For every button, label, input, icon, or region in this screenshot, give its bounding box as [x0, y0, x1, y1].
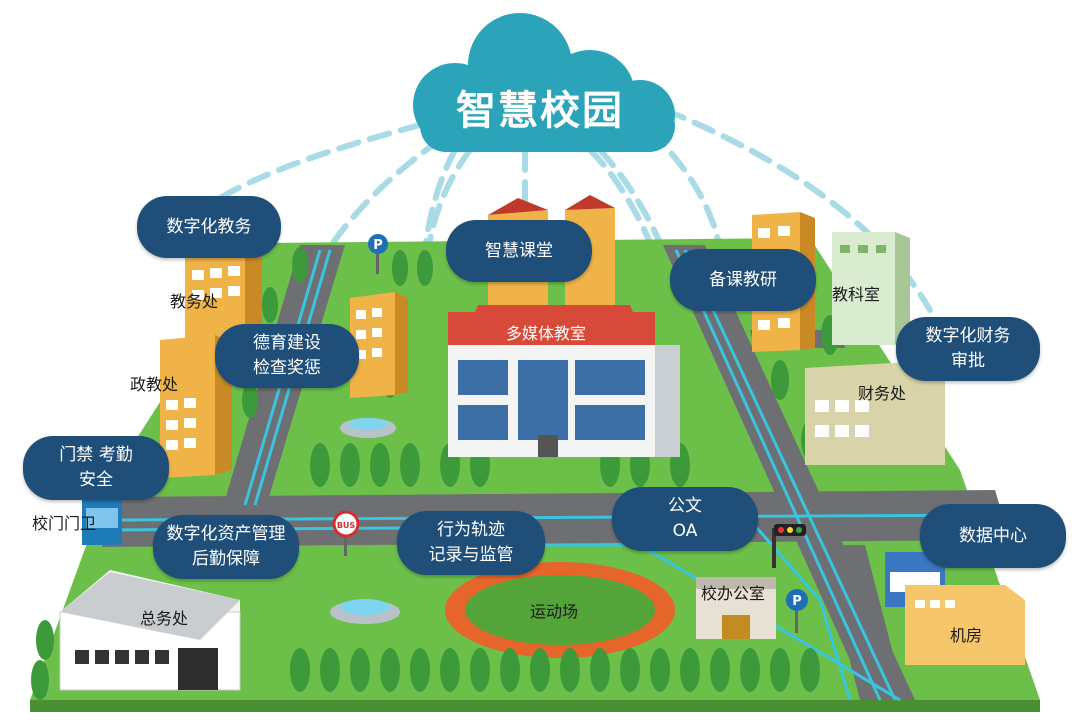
bubble-data-center: 数据中心: [920, 504, 1066, 568]
bubble-moral-line2: 检查奖惩: [253, 358, 321, 378]
bubble-asset-management: 数字化资产管理 后勤保障: [153, 515, 299, 579]
label-gate: 校门门卫: [32, 514, 97, 533]
bubble-behavior-tracking: 行为轨迹 记录与监管: [397, 511, 545, 575]
label-finance-office: 财务处: [858, 384, 907, 403]
bubble-smart-classroom-text: 智慧课堂: [485, 240, 553, 261]
campus-ground-edge: [30, 700, 1040, 712]
fountain-lower: [330, 599, 400, 624]
label-multimedia: 多媒体教室: [506, 324, 587, 343]
bubble-access-control: 门禁 考勤 安全: [23, 436, 169, 500]
multimedia-building: [448, 305, 680, 457]
label-research-office: 教科室: [832, 285, 881, 304]
general-affairs-building: [59, 570, 241, 691]
finance-building: [805, 362, 945, 465]
bubble-access-line2: 安全: [79, 470, 113, 490]
label-general-affairs: 总务处: [140, 609, 189, 628]
label-playground: 运动场: [530, 602, 579, 621]
bubble-assets-line2: 后勤保障: [192, 549, 260, 569]
gate-building: [82, 500, 122, 545]
playground: [445, 562, 675, 658]
bubble-finance-line1: 数字化财务: [925, 326, 1011, 346]
bubble-smart-classroom: 智慧课堂: [446, 220, 592, 282]
bubble-access-line1: 门禁 考勤: [59, 445, 133, 465]
page-title: 智慧校园: [456, 88, 624, 134]
bubble-moral-line1: 德育建设: [253, 333, 321, 353]
bus-sign: BUS: [332, 510, 360, 556]
parking-sign-top: P: [368, 234, 388, 274]
bubble-assets-line1: 数字化资产管理: [166, 524, 286, 544]
label-academic-office: 教务处: [170, 292, 219, 311]
academic-office-building: [185, 248, 262, 345]
bubble-finance-line2: 审批: [951, 351, 985, 371]
bubble-lesson-prep: 备课教研: [670, 249, 816, 311]
principal-office-building: [696, 577, 776, 639]
bubble-document-oa: 公文 OA: [612, 487, 758, 551]
svg-text:P: P: [373, 238, 383, 253]
traffic-light: [772, 524, 806, 568]
bubble-digital-finance: 数字化财务 审批: [896, 317, 1040, 381]
bus-sign-text: BUS: [337, 521, 356, 530]
bubble-digital-teaching-text: 数字化教务: [166, 216, 252, 237]
bubble-data-center-text: 数据中心: [959, 525, 1027, 546]
bubble-behavior-line1: 行为轨迹: [437, 520, 505, 540]
research-office-building: [832, 232, 910, 345]
bubble-behavior-line2: 记录与监管: [428, 545, 514, 565]
bubble-doc-line2: OA: [672, 521, 698, 541]
bubble-doc-line1: 公文: [668, 496, 702, 516]
cloud-icon: [413, 13, 675, 152]
dorm-building: [350, 292, 408, 398]
label-political-office: 政教处: [130, 375, 179, 394]
label-computer-room: 机房: [950, 626, 983, 645]
label-principal-office: 校办公室: [701, 584, 766, 603]
bubble-moral-education: 德育建设 检查奖惩: [215, 324, 359, 388]
parking-sign-bottom: P: [786, 589, 808, 633]
bubble-lesson-prep-text: 备课教研: [709, 269, 777, 290]
bubble-digital-teaching: 数字化教务: [137, 196, 281, 258]
svg-text:P: P: [792, 594, 802, 609]
fountain-upper: [340, 418, 396, 438]
